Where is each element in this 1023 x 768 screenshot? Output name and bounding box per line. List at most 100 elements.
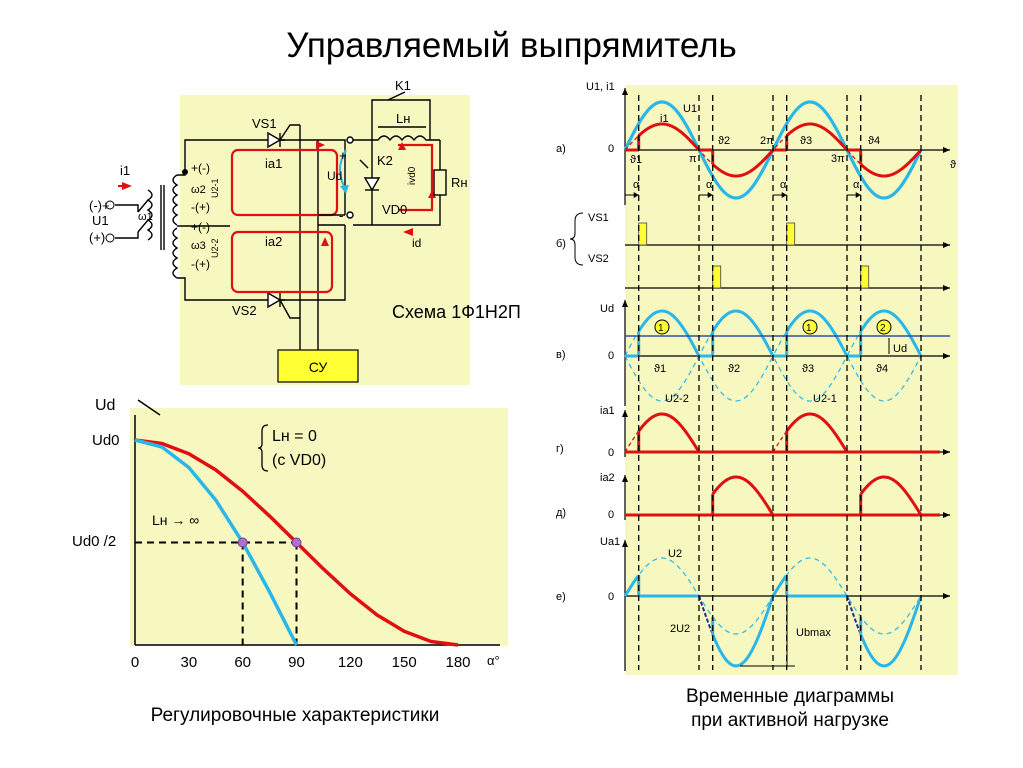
label-ia1: ia1	[265, 156, 282, 171]
wave-ia2	[859, 475, 923, 516]
dot	[182, 169, 188, 175]
wave-ud-neg	[624, 355, 922, 402]
alpha-arrow	[633, 192, 639, 198]
axis-a-arrow	[943, 147, 950, 153]
label-e-ubmax: Ubmax	[796, 627, 831, 639]
wave-ud	[859, 309, 923, 357]
row-ylabel-ua1: Ua1	[600, 536, 620, 548]
label-a-theta: ϑ	[950, 159, 956, 171]
x-tick-label: 60	[234, 654, 251, 671]
label-v-u22: U2-2	[665, 393, 689, 405]
alpha-arrow	[781, 192, 787, 198]
wave-ua1-neg	[859, 596, 923, 668]
vs-brace	[569, 212, 584, 266]
wave-ua1-rise	[771, 575, 788, 597]
label-minus-plus: (-)+	[89, 198, 110, 213]
label-pm1: +(-)	[191, 161, 210, 175]
label-u21: U2-1	[210, 178, 220, 198]
ua1-2u2-dashed	[846, 595, 861, 633]
label-a-pi: π	[689, 153, 697, 165]
marker-point	[237, 537, 248, 548]
label-k2: K2	[377, 153, 393, 168]
label-plus: (+)	[89, 230, 105, 245]
label-v-th2: ϑ2	[728, 363, 740, 375]
ud-number-badge	[876, 319, 892, 335]
marker-point	[291, 537, 302, 548]
label-v-th1: ϑ1	[654, 363, 666, 375]
label-v-ud: Ud	[893, 343, 907, 355]
label-a-3pi: 3π	[831, 153, 845, 165]
label-ia2: ia2	[265, 234, 282, 249]
label-ln: Lн	[396, 111, 410, 126]
terminal-top	[105, 200, 115, 210]
vaxis-e-arrow	[622, 540, 628, 547]
vaxis-d-arrow	[622, 475, 628, 482]
row-letter-e: е)	[556, 591, 566, 603]
alpha-arrow	[855, 192, 861, 198]
label-rn: Rн	[451, 175, 468, 190]
label-a-2pi: 2π	[760, 135, 774, 147]
y-tick-half: Ud0 /2	[72, 533, 116, 550]
row-zero-e: 0	[608, 591, 614, 603]
slide-title: Управляемый выпрямитель	[286, 26, 737, 65]
wave-i1	[785, 122, 848, 151]
rectifier-circuit: i1 (-)+ U1 (+) ω1 +(-) ω2 -(+) +(-) ω3 -…	[89, 78, 470, 385]
label-v-n1b: 1	[806, 323, 812, 334]
label-vs2: VS2	[232, 303, 257, 318]
label-i1: i1	[120, 163, 130, 178]
row-ylabel-ia1: ia1	[600, 405, 615, 417]
row-zero-v: 0	[608, 350, 614, 362]
label-vs1: VS1	[252, 116, 277, 131]
axis-vs1-arrow	[943, 242, 950, 248]
label-v-u21: U2-1	[813, 393, 837, 405]
control-unit-box	[277, 349, 359, 383]
chart-series	[134, 438, 459, 647]
x-tick-label: 120	[338, 654, 363, 671]
series-line	[134, 438, 299, 646]
label-a-alpha4: α	[853, 179, 860, 191]
axis-e-arrow	[943, 593, 950, 599]
ua1-2u2-dashed	[698, 595, 713, 633]
annotation-ln0: Lн = 0	[272, 428, 317, 445]
circuit-labels: i1 (-)+ U1 (+) ω1 +(-) ω2 -(+) +(-) ω3 -…	[89, 78, 468, 375]
vaxis-a-arrow	[622, 88, 628, 95]
x-tick-label: 150	[392, 654, 417, 671]
row-ylabel-a: U1, i1	[586, 81, 615, 93]
row-letter-g: г)	[556, 443, 564, 455]
label-v-n2: 2	[880, 323, 886, 334]
label-e-u2: U2	[668, 548, 682, 560]
vs2-pulse	[860, 265, 870, 289]
row-ylabel-ud: Ud	[600, 303, 614, 315]
axis-g-arrow	[943, 449, 950, 455]
wave-ia1	[637, 412, 701, 453]
load-circuit	[318, 91, 447, 226]
label-ivd0: ivd0	[407, 166, 418, 185]
timing-waveforms	[569, 88, 950, 671]
thyristors	[267, 124, 346, 350]
row-letter-v: в)	[556, 349, 566, 361]
transformer-primary	[115, 139, 285, 301]
timing-labels: а) U1, i1 0 б) VS1 VS2 в) Ud 0 г) ia1 0 …	[556, 81, 956, 639]
wave-ia2	[711, 475, 775, 516]
timing-caption: Временные диаграммы при активной нагрузк…	[610, 685, 970, 733]
label-cu: СУ	[309, 359, 328, 375]
label-a-u1: U1	[683, 103, 697, 115]
row-letter-a: а)	[556, 143, 566, 155]
wave-i1	[637, 122, 700, 151]
label-a-alpha3: α	[780, 179, 787, 191]
ud-number-badge	[802, 319, 818, 335]
y-axis-label: Ud	[95, 397, 115, 414]
label-w3: ω3	[191, 240, 206, 252]
label-vd0: VD0	[382, 202, 407, 217]
vs2-pulse	[712, 265, 722, 289]
y-tick-ud0: Ud0	[92, 432, 120, 449]
label-u1: U1	[92, 213, 109, 228]
wave-ud	[711, 309, 775, 357]
label-a-th4: ϑ4	[868, 135, 880, 147]
axis-d-arrow	[943, 512, 950, 518]
row-ylabel-vs1: VS1	[588, 212, 609, 224]
label-a-th2: ϑ2	[718, 135, 730, 147]
label-v-th3: ϑ3	[802, 363, 814, 375]
